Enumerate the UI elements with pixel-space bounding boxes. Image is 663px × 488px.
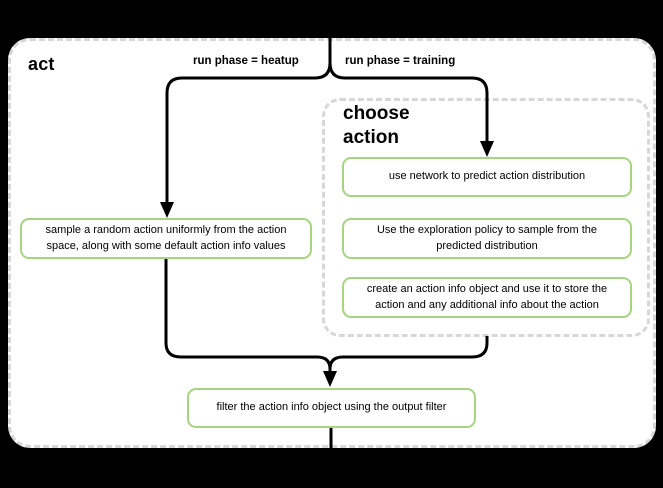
branch-label-training: run phase = training — [345, 55, 456, 67]
node-exploration-policy: Use the exploration policy to sample fro… — [342, 218, 632, 259]
diagram-title: act — [28, 54, 55, 74]
node-filter-output: filter the action info object using the … — [187, 388, 476, 428]
node-sample-random-action: sample a random action uniformly from th… — [20, 218, 312, 259]
choose-action-group-title: choose action — [343, 103, 410, 148]
node-use-network-predict: use network to predict action distributi… — [342, 157, 632, 197]
branch-label-heatup: run phase = heatup — [193, 55, 299, 67]
node-create-action-info: create an action info object and use it … — [342, 277, 632, 318]
